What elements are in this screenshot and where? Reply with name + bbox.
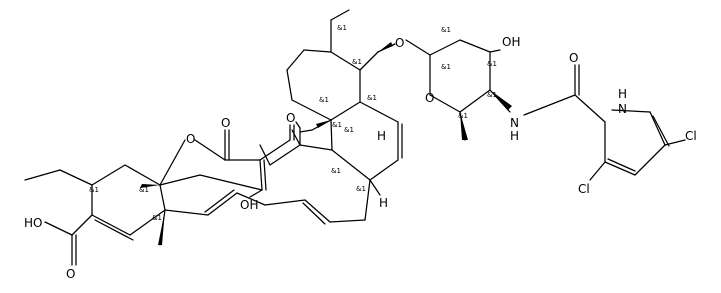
- stereo-marker: &1: [356, 185, 366, 193]
- atom-h-ring-junction: H: [377, 129, 386, 143]
- atom-o-glycosidic: O: [395, 36, 404, 50]
- stereo-marker: &1: [319, 96, 329, 104]
- atom-ho-acid: HO: [24, 216, 42, 230]
- atom-cl-right: Cl: [685, 129, 697, 143]
- atom-h-pyrrole: H: [618, 87, 627, 101]
- atom-h-allylic: H: [379, 196, 388, 210]
- stereo-marker: &1: [332, 121, 342, 129]
- stereo-wedges: [140, 42, 512, 245]
- stereo-marker: &1: [458, 112, 468, 120]
- atom-o-acid: O: [66, 267, 75, 281]
- atom-n-pyrrole: N: [618, 102, 627, 116]
- stereo-marker: &1: [352, 58, 362, 66]
- sugar-bonds: [405, 39, 511, 141]
- stereo-marker: &1: [441, 26, 451, 34]
- stereo-marker: &1: [89, 186, 99, 194]
- stereo-marker: &1: [152, 214, 162, 222]
- atom-o-pyran: O: [425, 91, 434, 105]
- atom-o-amide: O: [569, 51, 578, 65]
- atom-oh-sugar: OH: [502, 35, 520, 49]
- stereo-marker: &1: [367, 94, 377, 102]
- atom-n-amide: N: [510, 116, 519, 130]
- stereo-marker: &1: [487, 60, 497, 68]
- stereo-marker: &1: [344, 126, 354, 134]
- pyrrole-amide-bonds: [523, 64, 686, 181]
- atom-oh-enol: OH: [240, 198, 258, 212]
- atom-cl-bottom: Cl: [578, 182, 590, 196]
- atom-o-ketone: O: [286, 111, 295, 125]
- stereo-marker: &1: [331, 167, 341, 175]
- stereo-descriptors: &1 &1 &1 &1 &1 &1 &1 &1 &1 &1 &1 &1 &1 &…: [89, 24, 497, 222]
- stereo-marker: &1: [487, 91, 497, 99]
- atom-o-ester: O: [221, 116, 230, 130]
- core-bonds: [24, 9, 403, 266]
- stereo-marker: &1: [139, 186, 149, 194]
- stereo-marker: &1: [441, 63, 451, 71]
- atom-labels: O OH O O H N Cl N H Cl O O O H OH H HO O: [24, 35, 697, 281]
- atom-h-amide: H: [510, 129, 519, 143]
- stereo-marker: &1: [337, 24, 347, 32]
- atom-o-ring: O: [186, 132, 195, 146]
